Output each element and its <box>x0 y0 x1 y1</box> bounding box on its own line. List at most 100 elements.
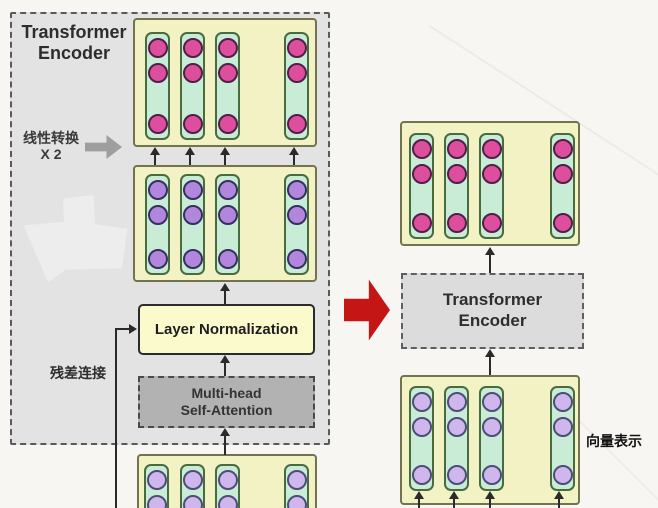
token-circle <box>481 465 502 485</box>
attention-label-line1: Multi-head <box>191 384 262 401</box>
token-circle <box>147 38 168 58</box>
token-circle <box>286 114 307 134</box>
arrow-up-icon <box>220 355 230 376</box>
vector-representation-label: 向量表示 <box>586 433 642 449</box>
token-circle <box>286 205 307 225</box>
token-circle <box>182 249 203 269</box>
arrow-up-icon <box>414 491 424 508</box>
token-circle <box>182 38 203 58</box>
token-column <box>444 133 469 239</box>
token-circle <box>411 392 432 412</box>
token-circle <box>286 38 307 58</box>
token-column <box>215 464 240 508</box>
token-box-input <box>137 454 317 508</box>
token-circle <box>147 114 168 134</box>
token-circle <box>147 249 168 269</box>
layer-normalization-box: Layer Normalization <box>138 304 315 355</box>
token-circle <box>446 139 467 159</box>
token-column <box>550 386 575 491</box>
token-circle <box>217 249 238 269</box>
token-circle <box>411 465 432 485</box>
panel-title-line1: Transformer <box>21 22 127 42</box>
token-circle <box>552 164 573 184</box>
token-circle <box>147 180 168 200</box>
token-column <box>479 386 504 491</box>
token-circle <box>217 38 238 58</box>
token-circle <box>217 495 238 508</box>
token-circle <box>286 249 307 269</box>
token-box-encoded <box>400 121 580 246</box>
token-column <box>550 133 575 239</box>
token-circle <box>481 139 502 159</box>
arrow-up-icon <box>150 147 160 165</box>
arrow-up-icon <box>485 491 495 508</box>
arrow-up-icon <box>220 283 230 304</box>
token-column <box>444 386 469 491</box>
arrow-up-icon <box>485 349 495 375</box>
token-circle <box>411 164 432 184</box>
token-circle <box>147 63 168 83</box>
token-box-hidden <box>133 165 317 282</box>
token-column <box>180 464 205 508</box>
token-column <box>180 32 205 140</box>
token-circle <box>146 470 167 490</box>
token-circle <box>146 495 167 508</box>
token-column <box>145 32 170 140</box>
linear-transform-label: 线性转换 X 2 <box>14 130 88 162</box>
multi-head-attention-box: Multi-head Self-Attention <box>138 376 315 428</box>
token-circle <box>286 495 307 508</box>
token-column <box>284 174 309 275</box>
token-circle <box>411 139 432 159</box>
token-circle <box>217 470 238 490</box>
token-circle <box>552 139 573 159</box>
token-circle <box>481 392 502 412</box>
panel-title-line2: Encoder <box>37 42 111 63</box>
arrow-up-icon <box>185 147 195 165</box>
token-box-embeddings <box>400 375 580 505</box>
arrow-up-icon <box>554 491 564 508</box>
token-circle <box>182 114 203 134</box>
token-circle <box>411 213 432 233</box>
token-circle <box>552 465 573 485</box>
encoder-label-line1: Transformer <box>442 290 543 310</box>
token-circle <box>217 180 238 200</box>
token-circle <box>552 392 573 412</box>
linear-transform-label-line2: X 2 <box>40 146 62 163</box>
token-column <box>145 174 170 275</box>
arrow-up-icon <box>485 247 495 273</box>
attention-label-line2: Self-Attention <box>180 402 273 418</box>
token-circle <box>217 114 238 134</box>
token-circle <box>286 470 307 490</box>
token-column <box>479 133 504 239</box>
arrow-up-icon <box>220 147 230 165</box>
token-circle <box>182 63 203 83</box>
token-circle <box>552 213 573 233</box>
arrow-up-icon <box>220 428 230 455</box>
token-circle <box>286 63 307 83</box>
token-circle <box>446 465 467 485</box>
token-circle <box>446 213 467 233</box>
token-column <box>144 464 169 508</box>
residual-connection-line-horizontal <box>115 328 131 330</box>
encoder-label-line2: Encoder <box>458 311 527 330</box>
token-column <box>409 133 434 239</box>
arrow-up-icon <box>289 147 299 165</box>
token-circle <box>217 205 238 225</box>
token-circle <box>182 205 203 225</box>
token-circle <box>182 470 203 490</box>
residual-connection-label: 残差连接 <box>50 365 106 381</box>
token-circle <box>217 63 238 83</box>
token-box-output <box>133 18 317 147</box>
token-column <box>215 32 240 140</box>
token-circle <box>182 180 203 200</box>
residual-connection-arrowhead-icon <box>129 324 137 334</box>
panel-title: Transformer Encoder <box>14 22 134 63</box>
token-circle <box>446 164 467 184</box>
red-transition-arrow-icon <box>344 279 390 341</box>
token-circle <box>411 417 432 437</box>
token-circle <box>147 205 168 225</box>
token-circle <box>446 392 467 412</box>
arrow-up-icon <box>449 491 459 508</box>
linear-transform-label-line1: 线性转换 <box>23 130 79 146</box>
